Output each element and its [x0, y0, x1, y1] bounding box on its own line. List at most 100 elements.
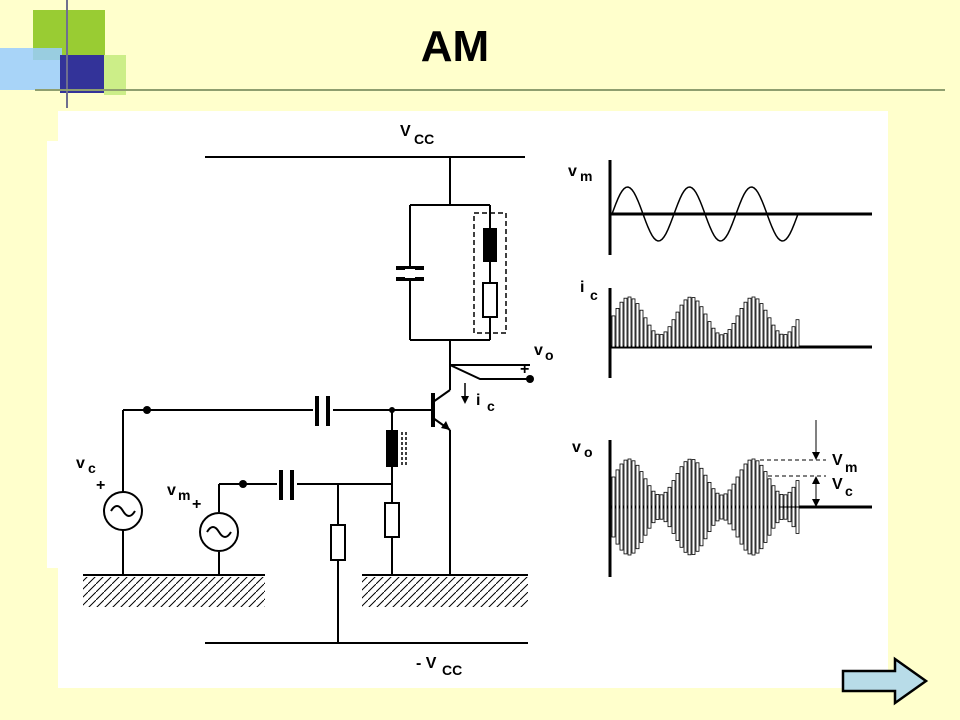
deco-lightblue-square — [0, 48, 62, 90]
ground-hatch-left — [83, 577, 265, 607]
vo-cycle — [679, 466, 684, 548]
ic-pulse — [711, 327, 716, 348]
ic-pulse — [751, 296, 756, 348]
vo-cycle — [735, 476, 740, 538]
ic-pulse — [779, 333, 784, 348]
vm-plus: + — [192, 496, 201, 513]
vo-am-waveform — [611, 458, 800, 556]
vo-cycle — [663, 491, 668, 523]
ic-pulse — [679, 304, 684, 348]
ic-pulse — [775, 330, 780, 348]
ground-hatch-right — [362, 577, 528, 607]
ic-pulse — [795, 319, 800, 348]
vo-cycle — [615, 469, 620, 545]
ic-pulse — [675, 311, 680, 348]
vo-cycle — [715, 492, 720, 522]
vm-source — [199, 512, 239, 552]
ic-pulse — [763, 309, 768, 348]
vo-cycle — [767, 478, 772, 536]
base-coupling-capacitor — [313, 396, 333, 426]
vo-cycle — [775, 490, 780, 524]
diagram-panel-edge — [47, 141, 59, 568]
ic-pulse — [783, 334, 788, 348]
tank-resistor — [482, 282, 498, 318]
ic-pulse — [695, 300, 700, 348]
vo-cycle — [707, 481, 712, 532]
ic-pulse — [723, 333, 728, 348]
wave-vo-sub: o — [584, 444, 593, 460]
vo-cycle — [655, 493, 660, 520]
vo-plus: + — [520, 361, 529, 378]
ic-pulse — [739, 307, 744, 348]
ic-pulse — [699, 306, 704, 348]
ic-pulse-train — [611, 296, 800, 348]
deco-vertical-line — [66, 0, 68, 108]
vm-amplitude-label: V — [832, 452, 843, 469]
ic-pulse — [635, 303, 640, 348]
vc-source — [103, 491, 143, 531]
vo-cycle — [683, 461, 688, 553]
vo-cycle — [727, 489, 732, 525]
vc-label: v — [76, 455, 85, 472]
ic-pulse — [615, 307, 620, 348]
vc-amplitude-sub: c — [845, 483, 853, 499]
ic-pulse — [651, 330, 656, 348]
vm-sine-wave — [611, 186, 799, 242]
vo-cycle — [731, 483, 736, 531]
ic-pulse — [691, 297, 696, 348]
vo-cycle — [747, 459, 752, 555]
ic-pulse — [787, 331, 792, 348]
vo-cycle — [635, 464, 640, 550]
vc-sub: c — [88, 460, 96, 476]
ic-pulse — [755, 298, 760, 348]
ic-pulse — [643, 317, 648, 348]
vcc-top-label: V — [400, 123, 411, 140]
vo-cycle — [703, 474, 708, 540]
ic-pulse — [627, 296, 632, 348]
vo-cycle — [739, 469, 744, 545]
ic-pulse — [671, 319, 676, 348]
vm-coupling-capacitor — [277, 470, 297, 500]
vo-cycle — [639, 471, 644, 543]
ic-pulse — [639, 309, 644, 348]
vo-cycle — [627, 458, 632, 556]
vo-cycle — [755, 460, 760, 554]
bias-resistor-vee — [330, 524, 346, 561]
ic-pulse — [727, 329, 732, 348]
circuit-wires — [83, 156, 530, 644]
tank-inductor — [483, 228, 497, 262]
wave-ic-label: i — [580, 279, 584, 296]
vo-cycle — [643, 478, 648, 536]
ic-pulse — [767, 317, 772, 348]
ic-pulse — [631, 298, 636, 348]
wave-vo-label: v — [572, 439, 581, 456]
ic-pulse — [687, 296, 692, 348]
ic-pulse — [659, 334, 664, 348]
ic-pulse — [663, 331, 668, 348]
deco-lightgreen-square — [104, 55, 126, 95]
vo-cycle — [623, 459, 628, 555]
vo-cycle — [711, 488, 716, 526]
tank-capacitor — [396, 266, 424, 281]
vo-cycle — [763, 471, 768, 543]
ic-pulse — [715, 332, 720, 348]
vo-cycle — [611, 476, 616, 538]
vo-cycle — [723, 493, 728, 521]
ic-pulse — [655, 333, 660, 348]
vo-cycle — [719, 494, 724, 520]
vo-cycle — [771, 485, 776, 529]
vcc-top-sub: CC — [414, 131, 434, 147]
wave-ic-sub: c — [590, 287, 598, 303]
wave-vm-sub: m — [580, 168, 592, 184]
bias-resistor — [384, 502, 400, 538]
next-slide-arrow-button[interactable] — [840, 656, 930, 706]
ic-pulse — [623, 297, 628, 348]
vo-cycle — [651, 490, 656, 524]
ic-pulse — [791, 326, 796, 348]
vo-cycle — [695, 462, 700, 552]
deco-horizontal-line — [35, 89, 945, 91]
rf-choke — [386, 430, 407, 467]
vo-cycle — [647, 485, 652, 529]
ic-pulse — [719, 334, 724, 348]
